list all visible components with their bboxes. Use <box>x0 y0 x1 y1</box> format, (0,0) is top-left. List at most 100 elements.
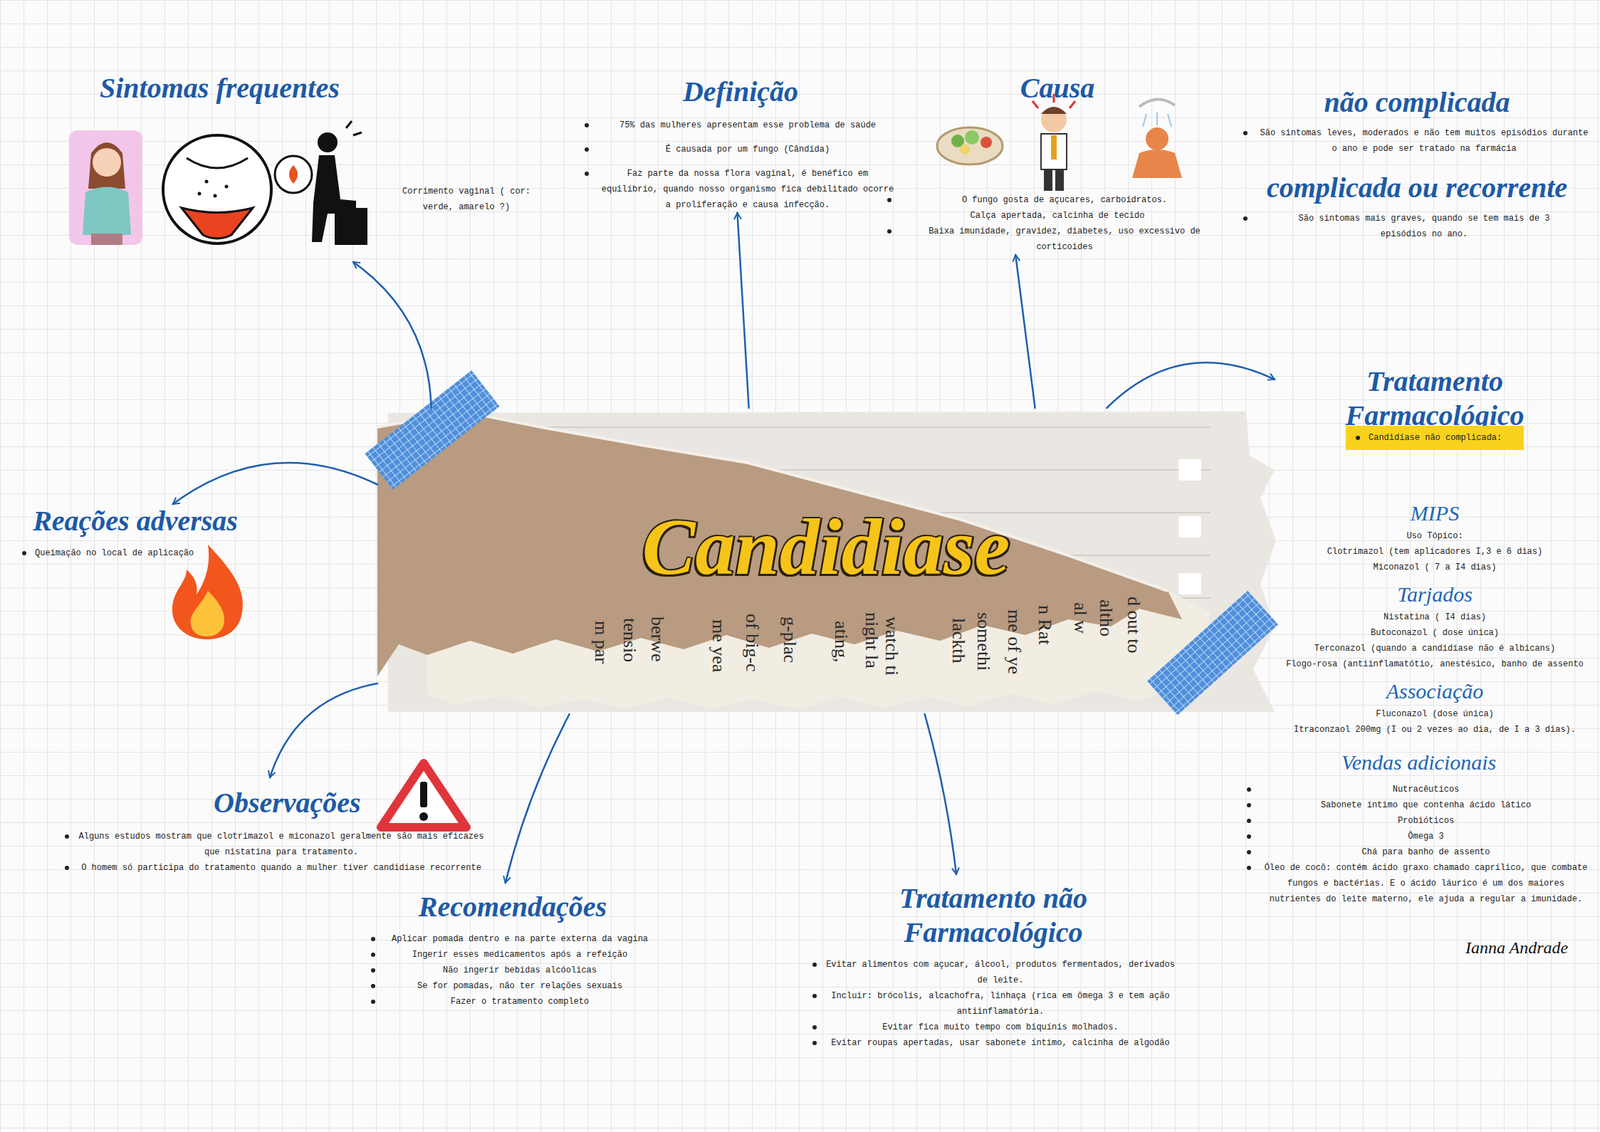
bullet-text: Baixa imunidade, gravidez, diabetes, uso… <box>928 226 1201 253</box>
illustration-part <box>959 144 970 155</box>
symptoms-branch: Sintomas frequentesCorrimento vaginal ( … <box>64 71 563 263</box>
bullet-item: Alguns estudos mostram que clotrimazol e… <box>60 828 488 861</box>
bullet-text: É causada por um fungo (Cândida) <box>665 144 830 155</box>
branch-arrow <box>1015 254 1035 409</box>
newspaper-text: lackth <box>948 618 969 664</box>
illustration-part <box>213 194 218 198</box>
bullet-item: Evitar roupas apertadas, usar sabonete í… <box>808 1035 1179 1052</box>
bullet-dot <box>584 123 589 128</box>
illustration-part <box>92 148 122 177</box>
illustration-part <box>82 187 132 236</box>
bullet-dot <box>1246 850 1252 855</box>
author-signature: Ianna Andrade <box>1465 938 1568 958</box>
illustration-part <box>205 180 209 184</box>
bullet-text: Ômega 3 <box>1407 831 1444 842</box>
illustration-part <box>197 192 202 196</box>
bullet-item: Baixa imunidade, gravidez, diabetes, uso… <box>882 223 1232 255</box>
illustration-part <box>377 411 1183 677</box>
bullet-item: Evitar fica muito tempo com biquínis mol… <box>808 1019 1179 1036</box>
bullet-text: Óleo de cocô: contém ácido graxo chamado… <box>1264 863 1588 905</box>
branch-title: Observações <box>213 777 488 821</box>
bullet-item: Ingerir esses medicamentos após a refeiç… <box>366 947 659 963</box>
illustration-part <box>1041 106 1067 133</box>
definition-branch: Definição75% das mulheres apresentam ess… <box>580 74 901 213</box>
bullet-text: Fazer o tratamento completo <box>450 996 589 1007</box>
tape <box>364 370 1279 715</box>
bullet-text: Candidíase não complicada: <box>1368 432 1502 443</box>
bullet-item: Candidíase não complicada: <box>1351 430 1519 446</box>
body-text: Uso Tópico: <box>1274 528 1596 545</box>
pharmacological-branch: Tratamento FarmacológicoMIPSUso Tópico: C… <box>1274 364 1596 738</box>
bullet-dot <box>1355 435 1361 441</box>
bullet-item: Probióticos <box>1242 813 1596 829</box>
bullet-dot <box>1246 803 1252 808</box>
body-text: Terconazol (quando a candidíase não é al… <box>1274 640 1596 657</box>
branch-arrow <box>353 262 432 409</box>
illustration-part <box>964 130 980 145</box>
bullet-dot <box>64 865 70 871</box>
illustration-part <box>420 781 428 808</box>
highlight-box: Candidíase não complicada: <box>1345 425 1524 451</box>
illustration-part <box>225 185 229 189</box>
paper-collage <box>377 411 1277 713</box>
newspaper-text: al w <box>1070 602 1091 634</box>
bullet-text: Ingerir esses medicamentos após a refeiç… <box>412 949 628 960</box>
complicated-branch: complicada ou recorrenteSão sintomas mai… <box>1238 170 1596 243</box>
newspaper-text: n Rat <box>1034 605 1055 646</box>
section-subtitle: MIPS <box>1274 498 1596 529</box>
newspaper-text: m par <box>591 620 611 664</box>
bullet-text: O homem só participa do tratamento quand… <box>81 863 482 873</box>
illustration-part <box>334 207 368 245</box>
illustration-part <box>1142 112 1172 127</box>
section-subtitle: Associação <box>1274 676 1596 707</box>
bullet-text: Evitar alimentos com açucar, álcool, pro… <box>825 959 1175 986</box>
illustration-part <box>937 127 1003 165</box>
body-text: Corrimento vaginal ( cor: verde, amarelo… <box>384 183 549 216</box>
branch-title: complicada ou recorrente <box>1238 170 1596 206</box>
bullet-item: São sintomas mais graves, quando se tem … <box>1238 210 1596 243</box>
illustration-part <box>1043 169 1053 191</box>
bullet-dot <box>812 994 817 999</box>
newspaper-text: ating, <box>830 620 851 663</box>
illustration-part <box>1041 106 1067 114</box>
bullet-dot <box>1246 787 1252 792</box>
extra-sales-branch: Vendas adicionaisNutracêuticosSabonete í… <box>1242 747 1596 908</box>
bullet-item: É causada por um fungo (Cândida) <box>580 141 901 158</box>
newspaper-text: somethi <box>973 612 994 671</box>
illustration-part <box>1178 573 1202 595</box>
bullet-item: Aplicar pomada dentro e na parte externa… <box>366 931 659 948</box>
illustration-part <box>289 165 298 184</box>
bullet-item: Ômega 3 <box>1242 828 1596 845</box>
bullet-text: Incluir: brócolis, alcachofra, linhaça (… <box>830 991 1170 1017</box>
illustration-part <box>364 370 500 490</box>
bullet-dot <box>584 147 589 152</box>
newspaper-text: me of ye <box>1004 609 1024 675</box>
central-topic: Candidiase <box>377 408 1275 715</box>
bullet-text: Sabonete íntimo que contenha ácido látic… <box>1320 800 1531 811</box>
bullet-text: Evitar roupas apertadas, usar sabonete í… <box>830 1038 1170 1049</box>
illustration-part <box>172 544 243 640</box>
branch-title: Sintomas frequentes <box>99 71 399 106</box>
bullet-item: Sabonete íntimo que contenha ácido látic… <box>1242 797 1596 814</box>
bullet-dot <box>370 952 376 958</box>
body-text: Miconazol ( 7 a I4 dias) <box>1274 559 1596 576</box>
bullet-text: 75% das mulheres apresentam esse problem… <box>619 120 876 131</box>
newspaper-text: d out to <box>1123 596 1144 653</box>
body-text: Itraconzaol 200mg (I ou 2 vezes ao dia, … <box>1274 722 1596 738</box>
illustration-part <box>1055 169 1064 191</box>
bullet-item: Nutracêuticos <box>1242 781 1596 798</box>
observations-branch: ObservaçõesAlguns estudos mostram que cl… <box>60 777 488 876</box>
bullet-dot <box>370 999 376 1005</box>
bullet-text: Queimação no local de aplicação <box>34 548 194 559</box>
branch-arrow <box>505 714 570 883</box>
branch-title: Tratamento Farmacológico <box>1274 364 1596 433</box>
uncomplicated-branch: não complicadaSão sintomas leves, modera… <box>1238 85 1596 157</box>
bullet-item: O fungo gosta de açucares, carboidratos. <box>882 192 1232 208</box>
illustration-part <box>1145 127 1169 151</box>
illustration-part <box>274 155 312 193</box>
illustration-part <box>419 812 428 822</box>
bullet-item: Faz parte da nossa flora vaginal, é bené… <box>580 165 901 213</box>
branch-arrow <box>737 212 750 409</box>
bullet-dot <box>812 1041 817 1046</box>
